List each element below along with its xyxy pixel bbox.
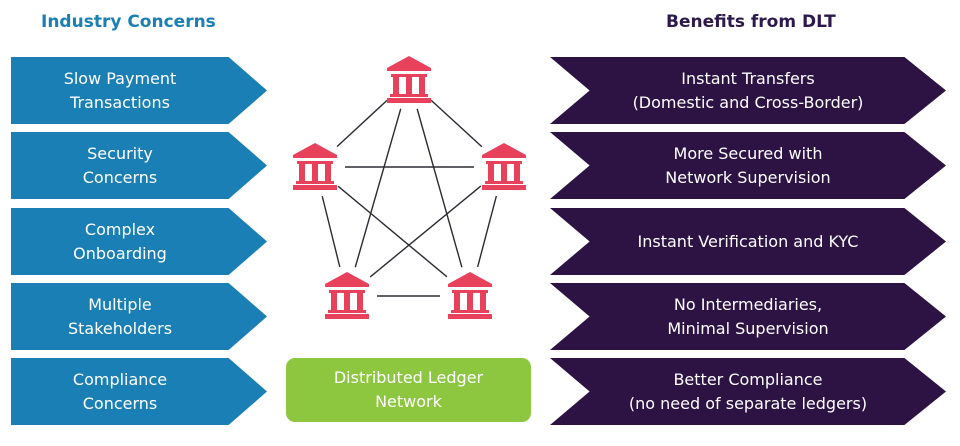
concern-label: Multiple Stakeholders — [67, 294, 173, 338]
benefit-chevron: Instant Verification and KYC — [550, 208, 946, 275]
industry-concerns-heading: Industry Concerns — [41, 12, 216, 32]
network-nodes — [293, 56, 526, 319]
network-connection-line — [336, 99, 388, 148]
bank-icon — [293, 143, 337, 190]
concern-arrow: Compliance Concerns — [11, 358, 267, 425]
benefit-chevron: More Secured with Network Supervision — [550, 132, 946, 199]
network-connection-line — [476, 195, 498, 268]
benefit-label: Instant Transfers (Domestic and Cross-Bo… — [632, 68, 864, 112]
benefit-label: Instant Verification and KYC — [637, 231, 859, 251]
benefit-label: Better Compliance (no need of separate l… — [628, 369, 868, 413]
concern-label: Complex Onboarding — [73, 219, 167, 263]
concern-arrow: Slow Payment Transactions — [11, 57, 267, 124]
bank-icon — [482, 143, 526, 190]
bank-icon — [325, 272, 369, 319]
benefits-heading: Benefits from DLT — [666, 12, 836, 32]
distributed-ledger-network-label: Distributed Ledger Network — [286, 358, 531, 422]
concern-label: Compliance Concerns — [72, 369, 168, 413]
network-connection-line — [416, 108, 463, 268]
network-connection-line — [430, 99, 483, 148]
network-connection-line — [337, 185, 448, 278]
benefit-label: More Secured with Network Supervision — [665, 143, 831, 187]
concern-arrow: Complex Onboarding — [11, 208, 267, 275]
bank-icon — [387, 56, 431, 103]
network-connection-line — [369, 185, 482, 278]
benefit-chevron: Better Compliance (no need of separate l… — [550, 358, 946, 425]
network-connection-line — [321, 195, 341, 268]
benefit-chevron: No Intermediaries, Minimal Supervision — [550, 283, 946, 350]
benefit-chevron: Instant Transfers (Domestic and Cross-Bo… — [550, 57, 946, 124]
ledger-label: Distributed Ledger Network — [333, 368, 484, 411]
network-connections — [321, 99, 498, 297]
network-connection-line — [354, 108, 402, 268]
concern-arrow: Security Concerns — [11, 132, 267, 199]
concern-label: Security Concerns — [82, 143, 158, 187]
bank-icon — [448, 272, 492, 319]
concern-label: Slow Payment Transactions — [63, 68, 177, 112]
benefit-label: No Intermediaries, Minimal Supervision — [667, 294, 829, 338]
concern-arrow: Multiple Stakeholders — [11, 283, 267, 350]
